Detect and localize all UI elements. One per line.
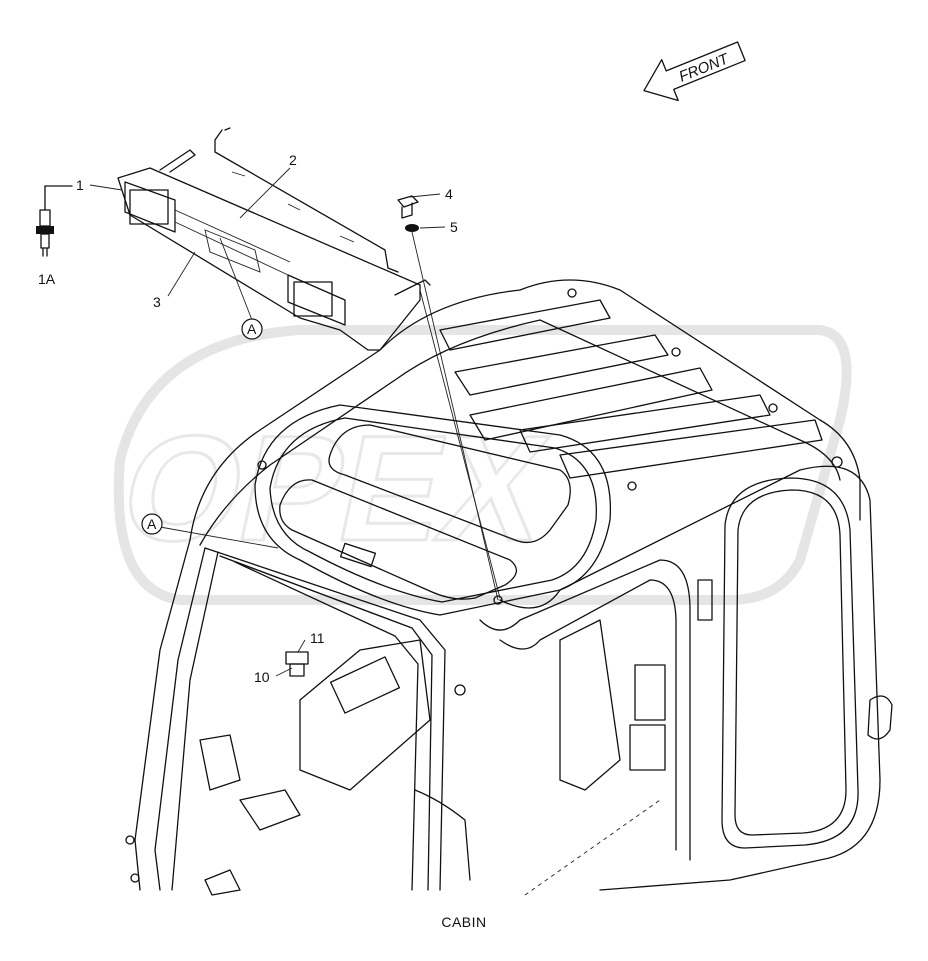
bolt-icon	[397, 195, 419, 219]
cabin	[125, 279, 893, 896]
diagram-caption: CABIN	[441, 914, 487, 930]
svg-text:A: A	[147, 516, 157, 532]
callout-labels: 1 1A 2 3 4 5 10 11	[38, 152, 458, 685]
callout-4: 4	[445, 186, 453, 202]
bulb-icon	[36, 185, 73, 257]
callout-10: 10	[254, 669, 270, 685]
washer-icon	[405, 224, 419, 232]
leader-lines	[89, 167, 501, 677]
detail-marker-a-top: A	[241, 318, 263, 340]
callout-5: 5	[450, 219, 458, 235]
detail-marker-a-left: A	[141, 513, 163, 535]
callout-2: 2	[289, 152, 297, 168]
bracket-wire	[214, 127, 399, 273]
front-arrow-icon: FRONT	[643, 41, 746, 102]
watermark: OPEX	[107, 325, 852, 605]
svg-text:A: A	[247, 321, 257, 337]
callout-3: 3	[153, 294, 161, 310]
callout-1a: 1A	[38, 271, 56, 287]
callout-11: 11	[310, 630, 325, 646]
work-light-bar	[117, 149, 431, 351]
callout-1: 1	[76, 177, 84, 193]
